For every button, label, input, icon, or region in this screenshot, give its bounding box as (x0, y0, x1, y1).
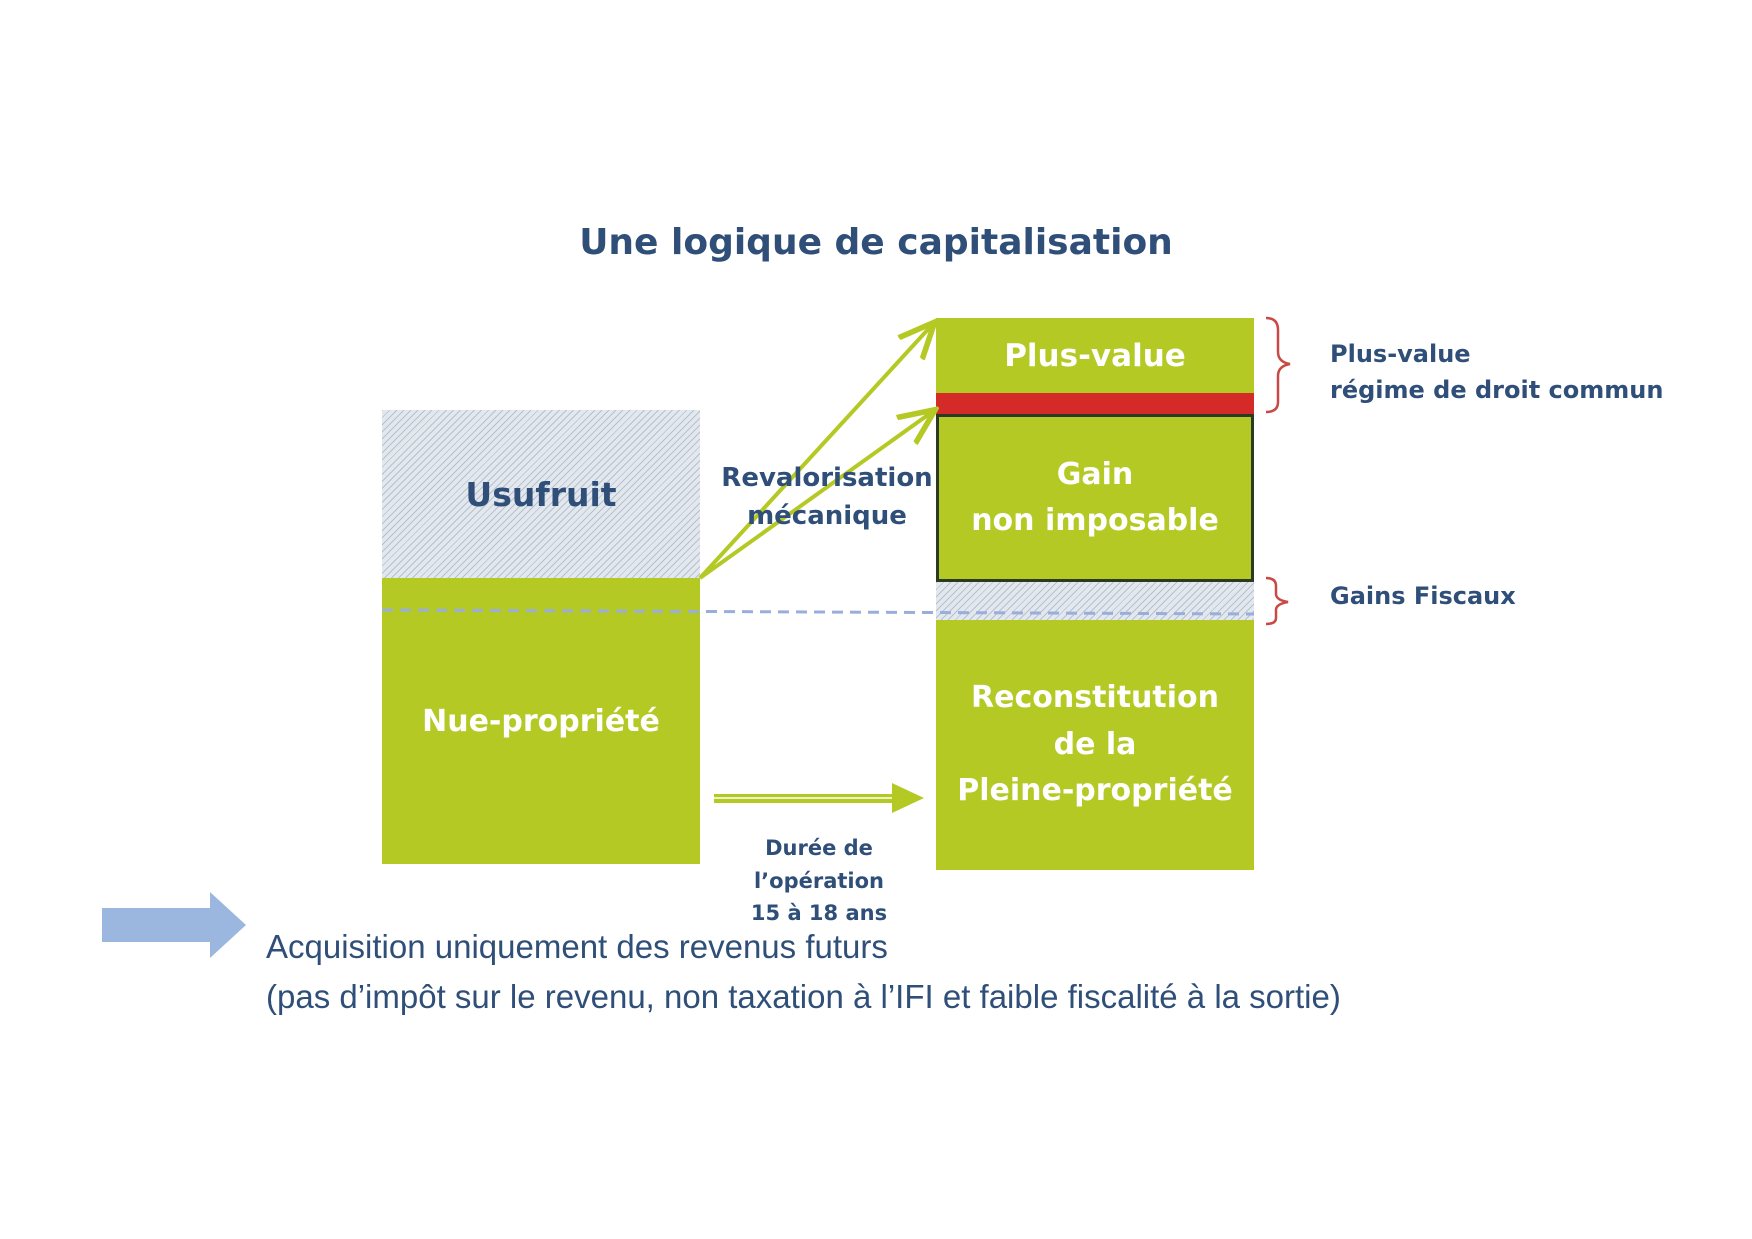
reconstitution-block: Reconstitution de la Pleine-propriété (936, 620, 1254, 870)
reconstitution-line1: Reconstitution (971, 680, 1219, 716)
revalorisation-line2: mécanique (747, 500, 907, 531)
usufruit-block: Usufruit (382, 410, 700, 578)
gains-fiscaux-annotation: Gains Fiscaux (1330, 582, 1516, 610)
duree-line1: Durée de l’opération (753, 836, 885, 893)
nue-propriete-block: Nue-propriété (382, 578, 700, 864)
gains-fiscaux-brace (1265, 576, 1289, 626)
revalorisation-arrow-lower (698, 412, 932, 580)
reconstitution-line2: de la (1053, 726, 1137, 762)
gain-non-imposable-block: Gain non imposable (936, 414, 1254, 582)
usufruit-label: Usufruit (465, 474, 617, 514)
plus-value-brace (1265, 316, 1291, 414)
plus-value-block: Plus-value (936, 318, 1254, 393)
conclusion-line2: (pas d’impôt sur le revenu, non taxation… (266, 977, 1341, 1015)
plus-value-red-strip (936, 393, 1254, 414)
revalorisation-arrow-upper (698, 325, 932, 580)
duree-label: Durée de l’opération 15 à 18 ans (700, 832, 938, 930)
diagram-title: Une logique de capitalisation (579, 222, 1173, 263)
revalorisation-label: Revalorisation mécanique (712, 460, 942, 535)
plus-value-annotation: Plus-value régime de droit commun (1330, 336, 1663, 408)
conclusion-text: Acquisition uniquement des revenus futur… (266, 922, 1341, 1021)
conclusion-line1: Acquisition uniquement des revenus futur… (266, 928, 888, 965)
plus-value-label: Plus-value (1004, 337, 1186, 374)
plus-value-annotation-line2: régime de droit commun (1330, 376, 1664, 404)
gain-label-line1: Gain (1056, 456, 1134, 492)
revalorisation-line1: Revalorisation (721, 463, 933, 493)
reconstitution-line3: Pleine-propriété (957, 773, 1233, 809)
conclusion-arrow-icon (102, 892, 246, 958)
nue-propriete-label: Nue-propriété (422, 703, 660, 739)
duree-arrow (714, 783, 924, 813)
duree-line2: 15 à 18 ans (750, 901, 888, 926)
gain-label-line2: non imposable (971, 503, 1219, 538)
dashed-reference-line (381, 608, 1255, 616)
plus-value-annotation-line1: Plus-value (1330, 340, 1471, 368)
